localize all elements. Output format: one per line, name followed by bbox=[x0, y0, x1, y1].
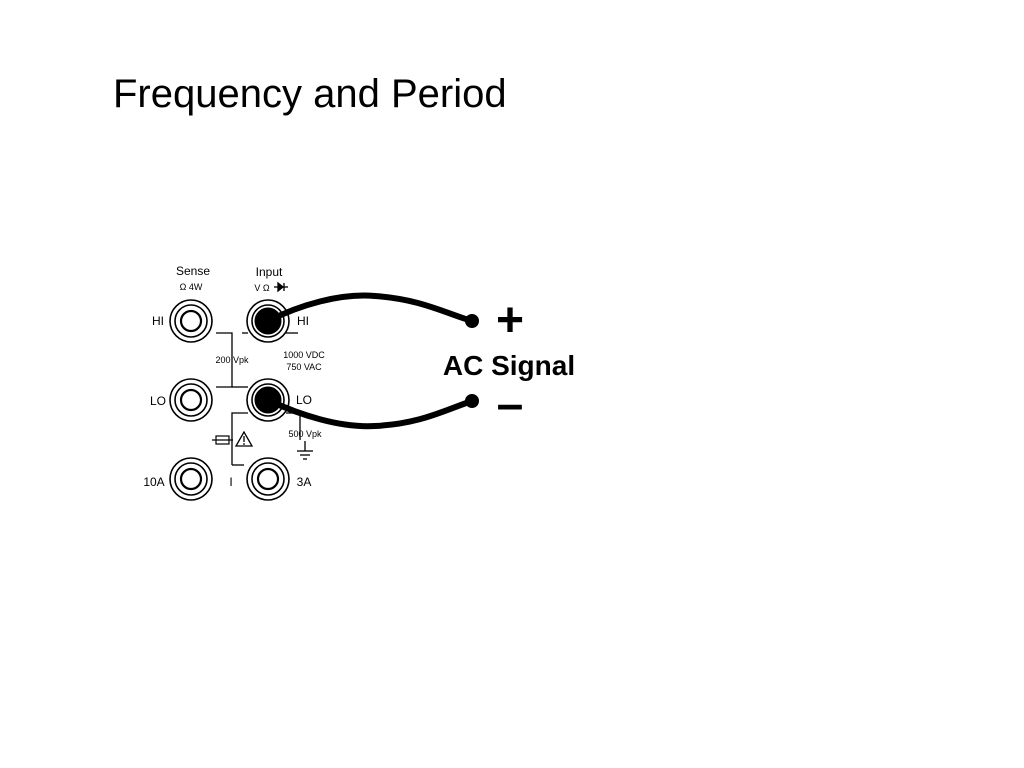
slide-title: Frequency and Period bbox=[113, 72, 507, 116]
diode-icon bbox=[274, 281, 288, 293]
rating-750vac: 750 VAC bbox=[286, 362, 322, 372]
fuse-icon bbox=[212, 435, 233, 445]
label-lo-right: LO bbox=[296, 393, 312, 407]
rating-1000vdc: 1000 VDC bbox=[283, 350, 325, 360]
label-hi-right: HI bbox=[297, 314, 309, 328]
jack-10a[interactable] bbox=[169, 457, 213, 501]
label-3a: 3A bbox=[297, 475, 312, 489]
minus-sign: – bbox=[497, 378, 524, 431]
label-i: I bbox=[229, 475, 232, 489]
ground-icon bbox=[297, 441, 313, 460]
signal-label: AC Signal bbox=[443, 350, 575, 381]
plus-sign: + bbox=[496, 294, 524, 347]
lead-negative-terminal bbox=[465, 394, 479, 408]
lead-positive bbox=[265, 292, 475, 324]
lead-negative bbox=[265, 397, 475, 430]
warning-icon bbox=[234, 430, 254, 447]
label-lo-left: LO bbox=[150, 394, 166, 408]
rating-500vpk: 500 Vpk bbox=[288, 429, 322, 439]
lead-positive-terminal bbox=[465, 314, 479, 328]
jack-3a[interactable] bbox=[246, 457, 290, 501]
label-hi-left: HI bbox=[152, 314, 164, 328]
panel-wiring bbox=[216, 332, 301, 466]
label-10a: 10A bbox=[143, 475, 164, 489]
input-label: Input bbox=[256, 265, 283, 279]
sense-sublabel: Ω 4W bbox=[180, 282, 203, 292]
input-sublabel: V Ω bbox=[254, 283, 270, 293]
sense-label: Sense bbox=[176, 264, 210, 278]
jack-sense-hi[interactable] bbox=[169, 299, 213, 343]
jack-sense-lo[interactable] bbox=[169, 378, 213, 422]
rating-200vpk: 200 Vpk bbox=[215, 355, 249, 365]
